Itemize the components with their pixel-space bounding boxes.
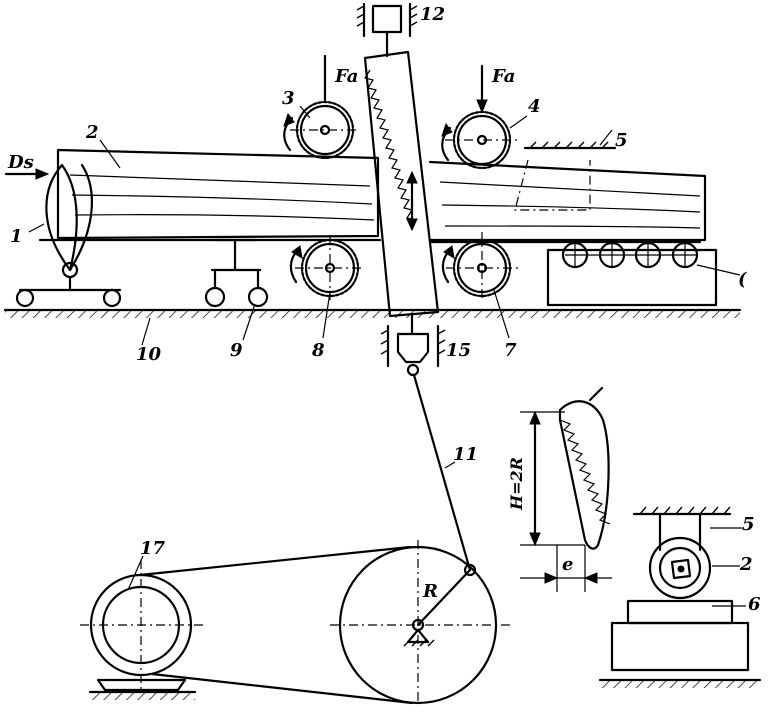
label-12: 12: [420, 4, 445, 25]
label-10: 10: [136, 344, 162, 365]
label-5: 5: [615, 130, 628, 151]
label-h2r: H=2R: [507, 457, 526, 511]
label-17: 17: [140, 538, 166, 559]
label-3: 3: [282, 88, 295, 109]
feed-roller-3: [283, 54, 360, 160]
saw-detail: [520, 386, 612, 592]
label-11: 11: [453, 444, 478, 465]
label-8: 8: [311, 340, 325, 361]
label-r: R: [422, 581, 438, 602]
leader-lines: [28, 105, 746, 607]
label-detail-2: 2: [739, 554, 753, 575]
log-carriage: [15, 163, 122, 308]
support-cart: [204, 238, 269, 308]
roller-table: [546, 241, 741, 307]
feed-roller-8: [289, 235, 365, 300]
top-guide: [356, 2, 418, 58]
label-fa-left: Fa: [334, 66, 358, 87]
log: [38, 148, 707, 244]
saw-frame: [363, 50, 440, 318]
crank-wheel: [330, 540, 510, 705]
belt: [138, 545, 414, 705]
label-7: 7: [504, 340, 517, 361]
feed-arrow: [4, 168, 50, 180]
label-4: 4: [528, 96, 541, 117]
label-e: e: [562, 554, 573, 575]
feed-roller-7: [441, 232, 520, 302]
pressure-beam: [514, 141, 617, 211]
label-detail-6: 6: [748, 594, 761, 615]
bottom-guide: [380, 314, 446, 377]
floor: [3, 308, 742, 318]
label-2: 2: [85, 122, 99, 143]
label-1: 1: [10, 226, 23, 247]
label-15: 15: [446, 340, 471, 361]
labels: Ds 2 1 3 Fa 12 Fa 4 5 10 9 8 15 7 11 17 …: [7, 4, 761, 615]
label-detail-5: 5: [742, 514, 755, 535]
feed-roller-4: [441, 64, 520, 170]
motor-pulley: [80, 560, 205, 700]
label-edge-mark: (: [738, 269, 748, 290]
section-view: [598, 506, 762, 688]
label-fa-right: Fa: [491, 66, 515, 87]
connecting-rod: [412, 373, 472, 572]
label-9: 9: [230, 340, 243, 361]
label-ds: Ds: [7, 152, 34, 173]
